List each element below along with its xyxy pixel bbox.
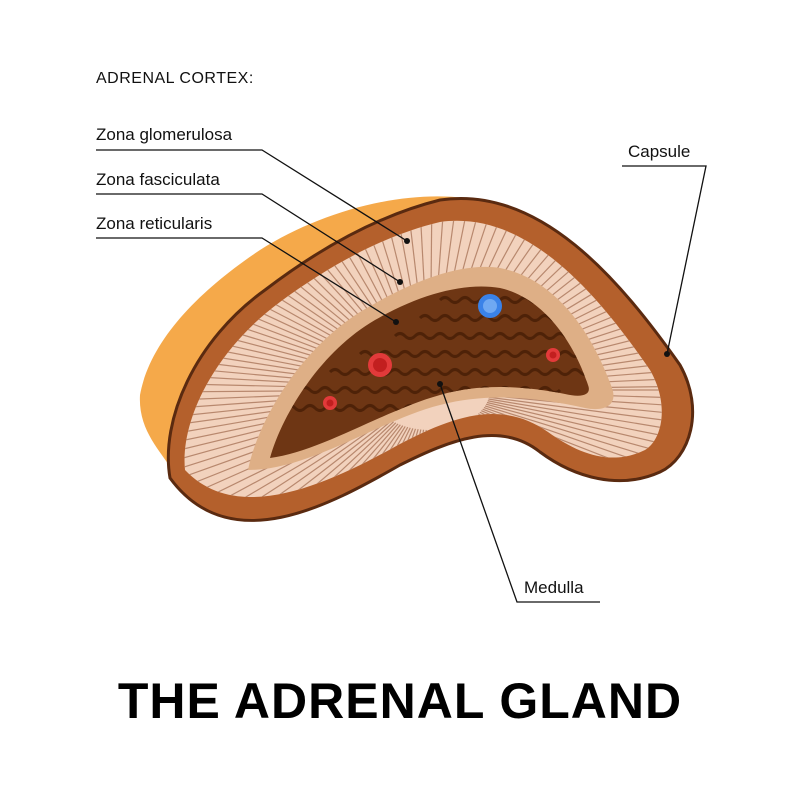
label-zona-fasciculata: Zona fasciculata [96,170,220,189]
vessel-vein [478,294,502,318]
leader-medulla [439,383,600,603]
leader-zona-fasciculata [96,193,401,283]
label-zona-reticularis: Zona reticularis [96,214,213,233]
leader-capsule [622,165,707,355]
label-capsule: Capsule [628,142,691,161]
section-heading: ADRENAL CORTEX: [96,70,254,87]
vessel-artery-left [323,396,337,410]
vessel-artery-right [546,348,560,362]
leader-zona-glomerulosa [96,149,408,242]
leader-zona-reticularis [96,237,397,323]
page-title: THE ADRENAL GLAND [117,673,683,729]
label-medulla: Medulla [524,578,584,597]
label-zona-glomerulosa: Zona glomerulosa [96,125,233,144]
vessel-artery-large [368,353,392,377]
